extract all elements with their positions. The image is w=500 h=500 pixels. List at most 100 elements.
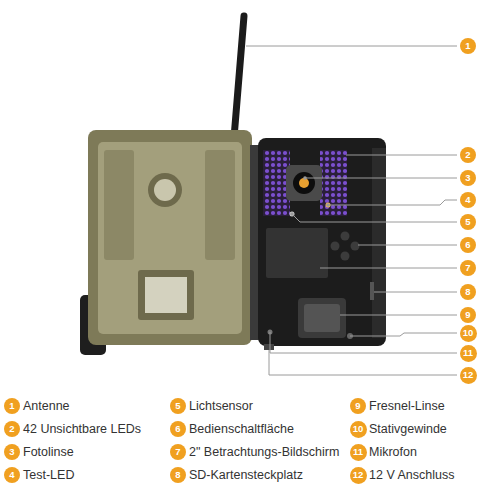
- fresnel-lens-face: [304, 304, 340, 332]
- callout-circle: 10: [460, 325, 477, 342]
- callout-circle: 6: [170, 421, 186, 437]
- callout-number: 8: [465, 287, 470, 297]
- callout-circle: 7: [460, 260, 476, 276]
- callout-number: 7: [175, 447, 180, 457]
- callout-number: 12: [353, 470, 364, 480]
- callout-number: 1: [9, 401, 14, 411]
- callout-circle: 4: [4, 467, 20, 483]
- test-led: [326, 203, 331, 208]
- leader-dot: [303, 176, 307, 180]
- leader-line: [320, 268, 457, 269]
- leader-line: [270, 332, 457, 353]
- callout-number: 2: [9, 424, 14, 434]
- sd-slot: [370, 282, 374, 300]
- callout-number: 4: [9, 470, 14, 480]
- door-window: [138, 270, 194, 320]
- door-window: [148, 173, 182, 207]
- callout-circle: 2: [4, 421, 20, 437]
- callout-circle: 10: [350, 421, 367, 438]
- door-rib: [104, 150, 134, 260]
- callout-circle: 5: [460, 214, 476, 230]
- callout-number: 6: [175, 424, 180, 434]
- leader-line: [350, 333, 457, 336]
- callout-number: 5: [175, 401, 180, 411]
- control-button: [341, 252, 350, 261]
- callout-number: 10: [353, 424, 364, 434]
- leader-line: [346, 155, 457, 156]
- callout-circle: 6: [460, 237, 476, 253]
- part-name: Fresnel-Linse: [369, 399, 445, 414]
- body-side: [372, 148, 386, 338]
- callout-circle: 11: [350, 444, 367, 461]
- part-name: Mikrofon: [369, 445, 417, 460]
- part-name: 12 V Anschluss: [369, 468, 454, 483]
- callout-circle: 1: [4, 398, 20, 414]
- part-name: Stativgewinde: [369, 422, 447, 437]
- callout-number: 4: [465, 195, 470, 205]
- leader-line: [328, 200, 457, 205]
- part-name: 42 Unsichtbare LEDs: [23, 422, 141, 437]
- part-name: Lichtsensor: [189, 399, 253, 414]
- callout-number: 12: [463, 370, 474, 380]
- camera-door: [88, 130, 252, 345]
- lens-housing: [286, 165, 322, 201]
- leader-line: [269, 350, 457, 375]
- callout-number: 11: [463, 348, 473, 358]
- leader-dot: [290, 212, 294, 216]
- callout-circle: 3: [460, 170, 476, 186]
- callout-number: 9: [355, 401, 360, 411]
- callout-circle: 5: [170, 398, 186, 414]
- power-port: [264, 344, 274, 350]
- photo-lens: [293, 172, 315, 194]
- callout-number: 9: [465, 310, 470, 320]
- callout-number: 3: [9, 447, 14, 457]
- callout-circle: 3: [4, 444, 20, 460]
- callout-circle: 9: [460, 307, 476, 323]
- part-name: Antenne: [23, 399, 70, 414]
- callout-number: 2: [465, 150, 470, 160]
- callout-number: 11: [353, 447, 363, 457]
- leader-line: [358, 245, 457, 246]
- fresnel-lens: [298, 298, 346, 338]
- leader-line: [292, 214, 457, 222]
- callout-circle: 11: [460, 345, 477, 362]
- leader-line: [246, 46, 457, 47]
- door-rib: [205, 150, 235, 260]
- part-name: 2" Betrachtungs-Bildschirm: [189, 445, 339, 460]
- leader-dot: [326, 203, 330, 207]
- led-array: [320, 150, 347, 216]
- callout-circle: 7: [170, 444, 186, 460]
- control-button: [351, 242, 360, 251]
- callout-circle: 4: [460, 192, 476, 208]
- led-array: [263, 150, 290, 216]
- control-button: [331, 242, 340, 251]
- callout-number: 5: [465, 217, 470, 227]
- callout-circle: 8: [460, 284, 476, 300]
- callout-circle: 1: [460, 38, 476, 54]
- part-name: Bedienschaltfläche: [189, 422, 294, 437]
- callout-circle: 8: [170, 467, 186, 483]
- antenna: [233, 16, 244, 150]
- door-window-glass: [154, 179, 176, 201]
- door-window-glass: [145, 277, 187, 313]
- callout-circle: 12: [350, 467, 367, 484]
- leader-lines: [246, 46, 457, 375]
- part-name: Test-LED: [23, 468, 74, 483]
- leader-dots: [290, 176, 330, 216]
- leader-line: [374, 292, 457, 293]
- door-inner: [98, 142, 242, 334]
- callout-number: 10: [463, 328, 474, 338]
- photo-lens-glass: [299, 178, 309, 188]
- part-name: SD-Kartensteckplatz: [189, 468, 303, 483]
- leader-line: [305, 178, 457, 179]
- callout-number: 1: [465, 41, 470, 51]
- part-name: Fotolinse: [23, 445, 74, 460]
- control-button: [341, 232, 350, 241]
- callout-circle: 9: [350, 398, 366, 414]
- viewing-screen: [266, 228, 328, 278]
- callout-number: 3: [465, 173, 470, 183]
- callout-circle: 12: [460, 367, 477, 384]
- callout-circle: 2: [460, 147, 476, 163]
- callout-number: 6: [465, 240, 470, 250]
